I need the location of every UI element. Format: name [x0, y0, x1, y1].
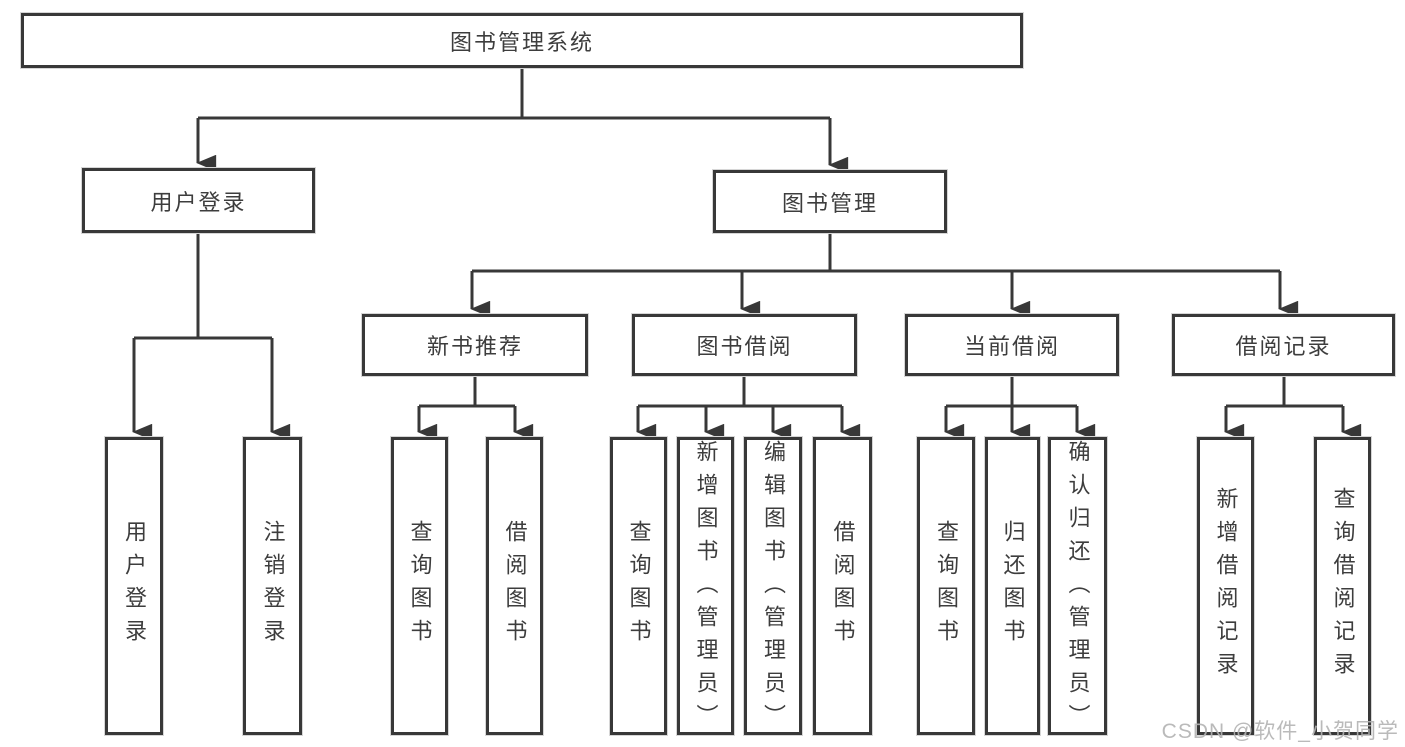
leaf-borrow-books-recommend: 借阅图书 — [486, 437, 543, 735]
leaf-query-borrow-record: 查询借阅记录 — [1314, 437, 1371, 735]
csdn-watermark: CSDN @软件_小贺同学 — [1161, 720, 1399, 743]
node-book-management: 图书管理 — [713, 170, 947, 233]
leaf-query-books-recommend: 查询图书 — [391, 437, 448, 735]
leaf-borrow-books: 借阅图书 — [813, 437, 872, 735]
leaf-user-login: 用户登录 — [105, 437, 163, 735]
node-user-login: 用户登录 — [82, 168, 315, 233]
node-borrow-records: 借阅记录 — [1172, 314, 1395, 376]
leaf-return-books: 归还图书 — [985, 437, 1040, 735]
leaf-query-books-current: 查询图书 — [917, 437, 975, 735]
leaf-add-borrow-record: 新增借阅记录 — [1197, 437, 1254, 735]
leaf-edit-books-admin: 编辑图书（管理员） — [744, 437, 802, 737]
node-library-system: 图书管理系统 — [21, 13, 1023, 68]
node-book-borrow: 图书借阅 — [632, 314, 857, 376]
leaf-logout: 注销登录 — [243, 437, 302, 735]
leaf-add-books-admin: 新增图书（管理员） — [677, 437, 734, 737]
leaf-query-books-borrow: 查询图书 — [610, 437, 667, 735]
leaf-confirm-return-admin: 确认归还（管理员） — [1048, 437, 1107, 737]
node-new-book-recommend: 新书推荐 — [362, 314, 588, 376]
node-current-borrow: 当前借阅 — [905, 314, 1119, 376]
